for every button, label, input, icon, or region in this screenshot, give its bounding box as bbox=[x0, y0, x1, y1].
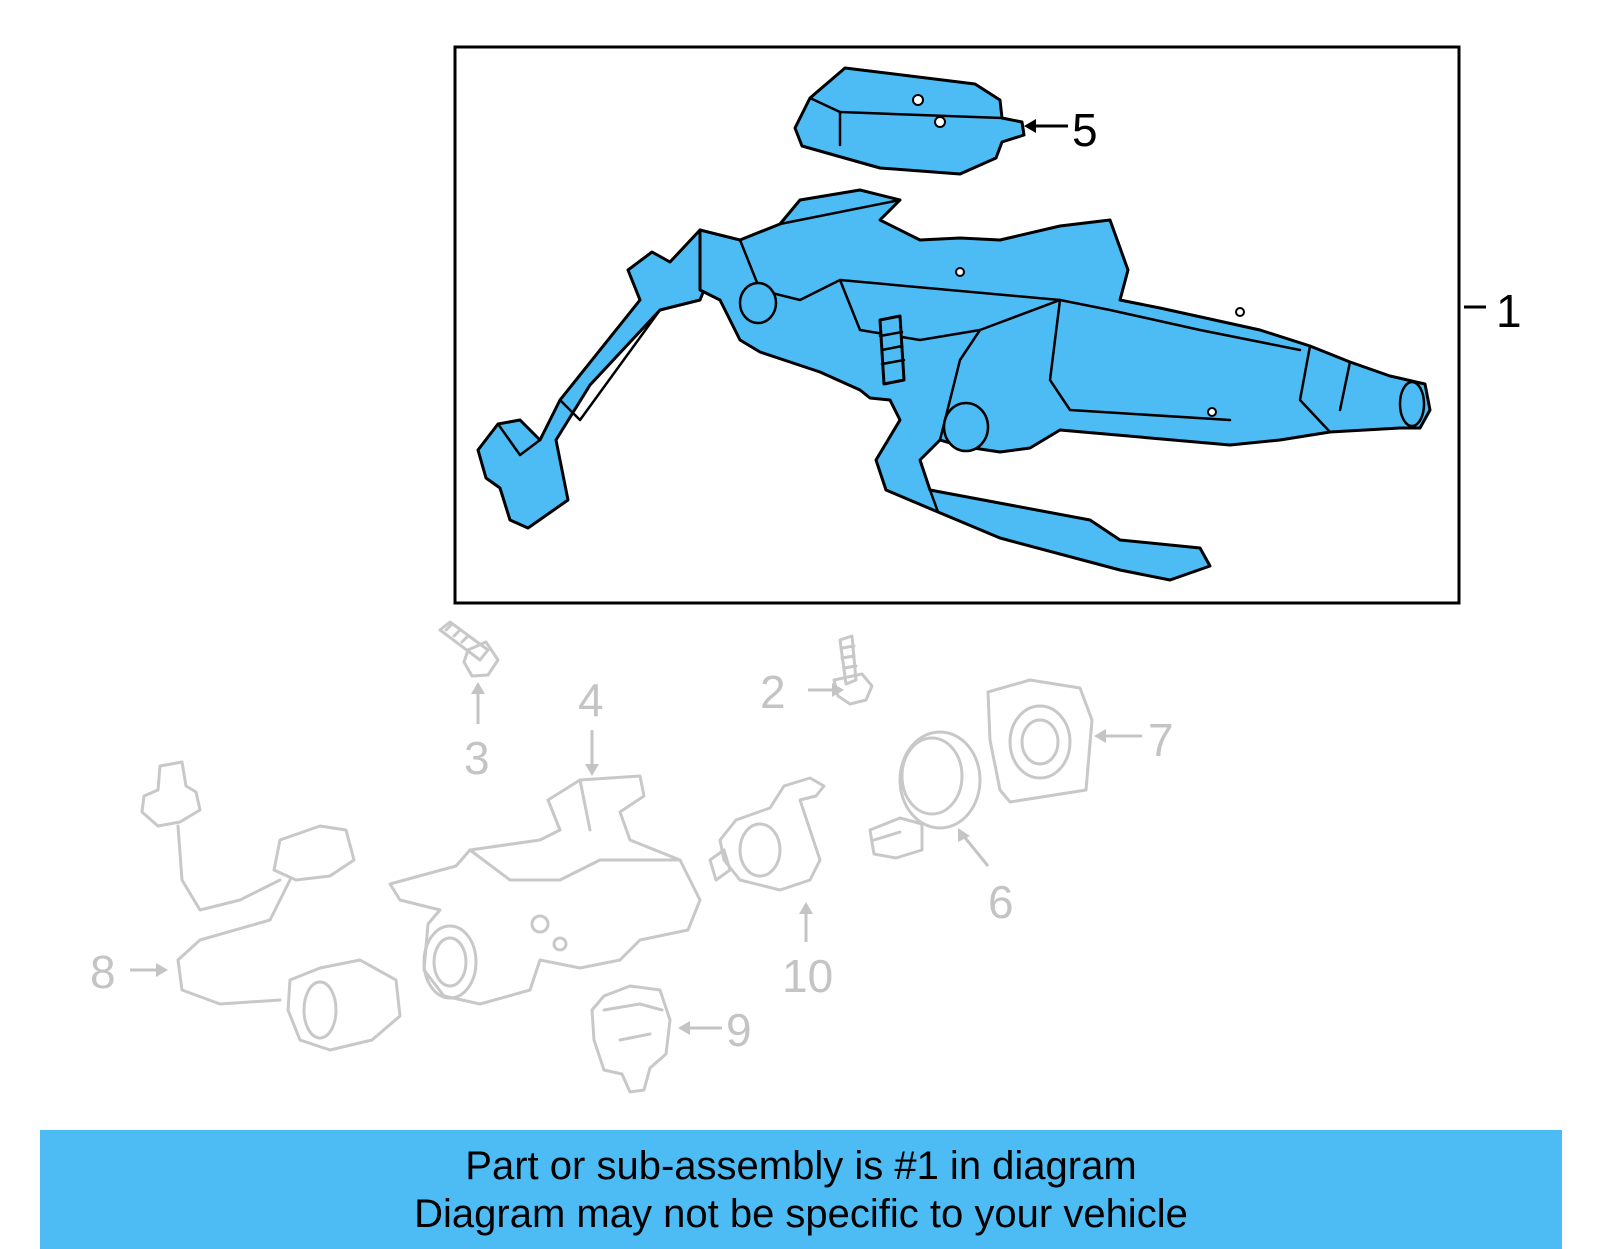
callout-4: 4 bbox=[578, 674, 604, 726]
callout-5: 5 bbox=[1072, 104, 1098, 156]
info-banner: Part or sub-assembly is #1 in diagram Di… bbox=[40, 1130, 1562, 1249]
part-8-wiring-harness[interactable] bbox=[140, 760, 402, 1052]
part-10-ignition-switch[interactable] bbox=[708, 776, 826, 892]
assembly-frame bbox=[453, 45, 1461, 605]
banner-line-1: Part or sub-assembly is #1 in diagram bbox=[465, 1143, 1137, 1188]
callout-1: 1 bbox=[1496, 285, 1522, 337]
callout-3: 3 bbox=[464, 732, 490, 784]
parts-diagram: 5 1 3 bbox=[90, 45, 1522, 1094]
part-5-module[interactable] bbox=[793, 66, 1026, 176]
banner-line-2: Diagram may not be specific to your vehi… bbox=[414, 1191, 1188, 1236]
part-2-bolt[interactable] bbox=[832, 634, 874, 706]
part-9-switch[interactable] bbox=[590, 984, 672, 1094]
callout-6: 6 bbox=[988, 876, 1014, 928]
part-7-bracket[interactable] bbox=[986, 678, 1094, 804]
callout-9: 9 bbox=[726, 1004, 752, 1056]
callout-8: 8 bbox=[90, 946, 116, 998]
part-6-ring-sensor[interactable] bbox=[868, 730, 982, 860]
part-3-bolt[interactable] bbox=[438, 620, 500, 678]
part-4-lock-housing[interactable] bbox=[388, 774, 702, 1006]
callout-7: 7 bbox=[1148, 714, 1174, 766]
callout-10: 10 bbox=[782, 950, 833, 1002]
part-1-steering-column[interactable] bbox=[476, 188, 1432, 582]
callout-2: 2 bbox=[760, 666, 786, 718]
